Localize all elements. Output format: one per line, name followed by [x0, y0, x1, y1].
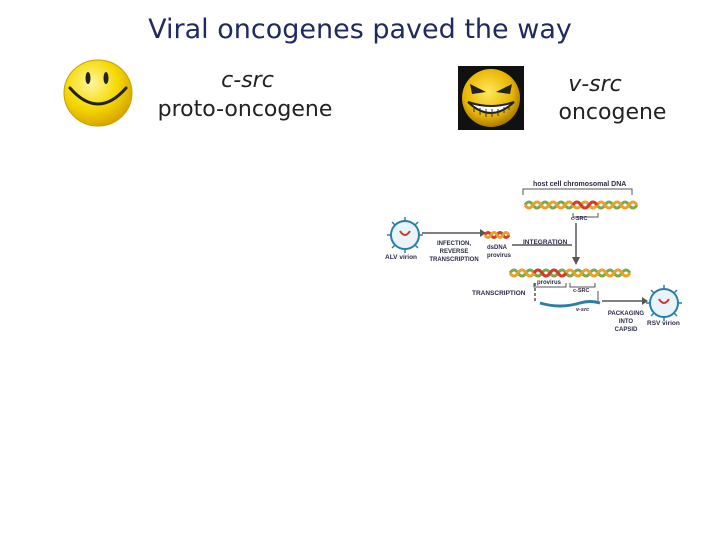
c-src-label: c-src	[221, 68, 274, 93]
c-src-mid-label: c-SRC	[573, 288, 590, 294]
packaging-line1: PACKAGING	[607, 311, 645, 317]
infection-label: INFECTION, REVERSE TRANSCRIPTION	[425, 240, 483, 264]
rsv-virion-label: RSV virion	[647, 320, 680, 327]
provirus-mid-label: provirus	[537, 280, 562, 286]
alv-virion-label: ALV virion	[385, 254, 418, 261]
host-dna-label: host cell chromosomal DNA	[533, 181, 627, 188]
oncogene-label: oncogene	[558, 100, 667, 125]
infection-line2: REVERSE	[439, 249, 469, 255]
dsdna-provirus-helix	[483, 231, 511, 239]
integration-label: INTEGRATION	[523, 239, 568, 246]
packaging-label: PACKAGING INTO CAPSID	[603, 310, 649, 334]
dsdna-provirus-label: dsDNA provirus	[487, 244, 511, 260]
packaging-line3: CAPSID	[614, 327, 638, 333]
retrovirus-transduction-diagram	[387, 188, 682, 321]
v-src-label: v-src	[568, 72, 622, 97]
host-dna-helix-top	[523, 200, 639, 210]
dsdna-line2: provirus	[487, 253, 512, 259]
integrated-provirus-helix	[508, 268, 632, 278]
infection-line1: INFECTION,	[437, 241, 471, 247]
happy-smiley-icon	[63, 59, 133, 127]
proto-oncogene-label: proto-oncogene	[157, 97, 333, 122]
infection-line3: TRANSCRIPTION	[429, 257, 479, 263]
transcription-label: TRANSCRIPTION	[472, 290, 526, 297]
page-title: Viral oncogenes paved the way	[148, 14, 572, 45]
v-src-small-label: v-src	[576, 307, 590, 313]
dsdna-line1: dsDNA	[487, 245, 508, 251]
rsv-virion-icon	[646, 285, 682, 321]
evil-grin-smiley-icon	[458, 66, 524, 130]
c-src-top-label: c-SRC	[571, 216, 588, 222]
alv-virion-icon	[387, 217, 423, 253]
packaging-line2: INTO	[618, 319, 634, 325]
